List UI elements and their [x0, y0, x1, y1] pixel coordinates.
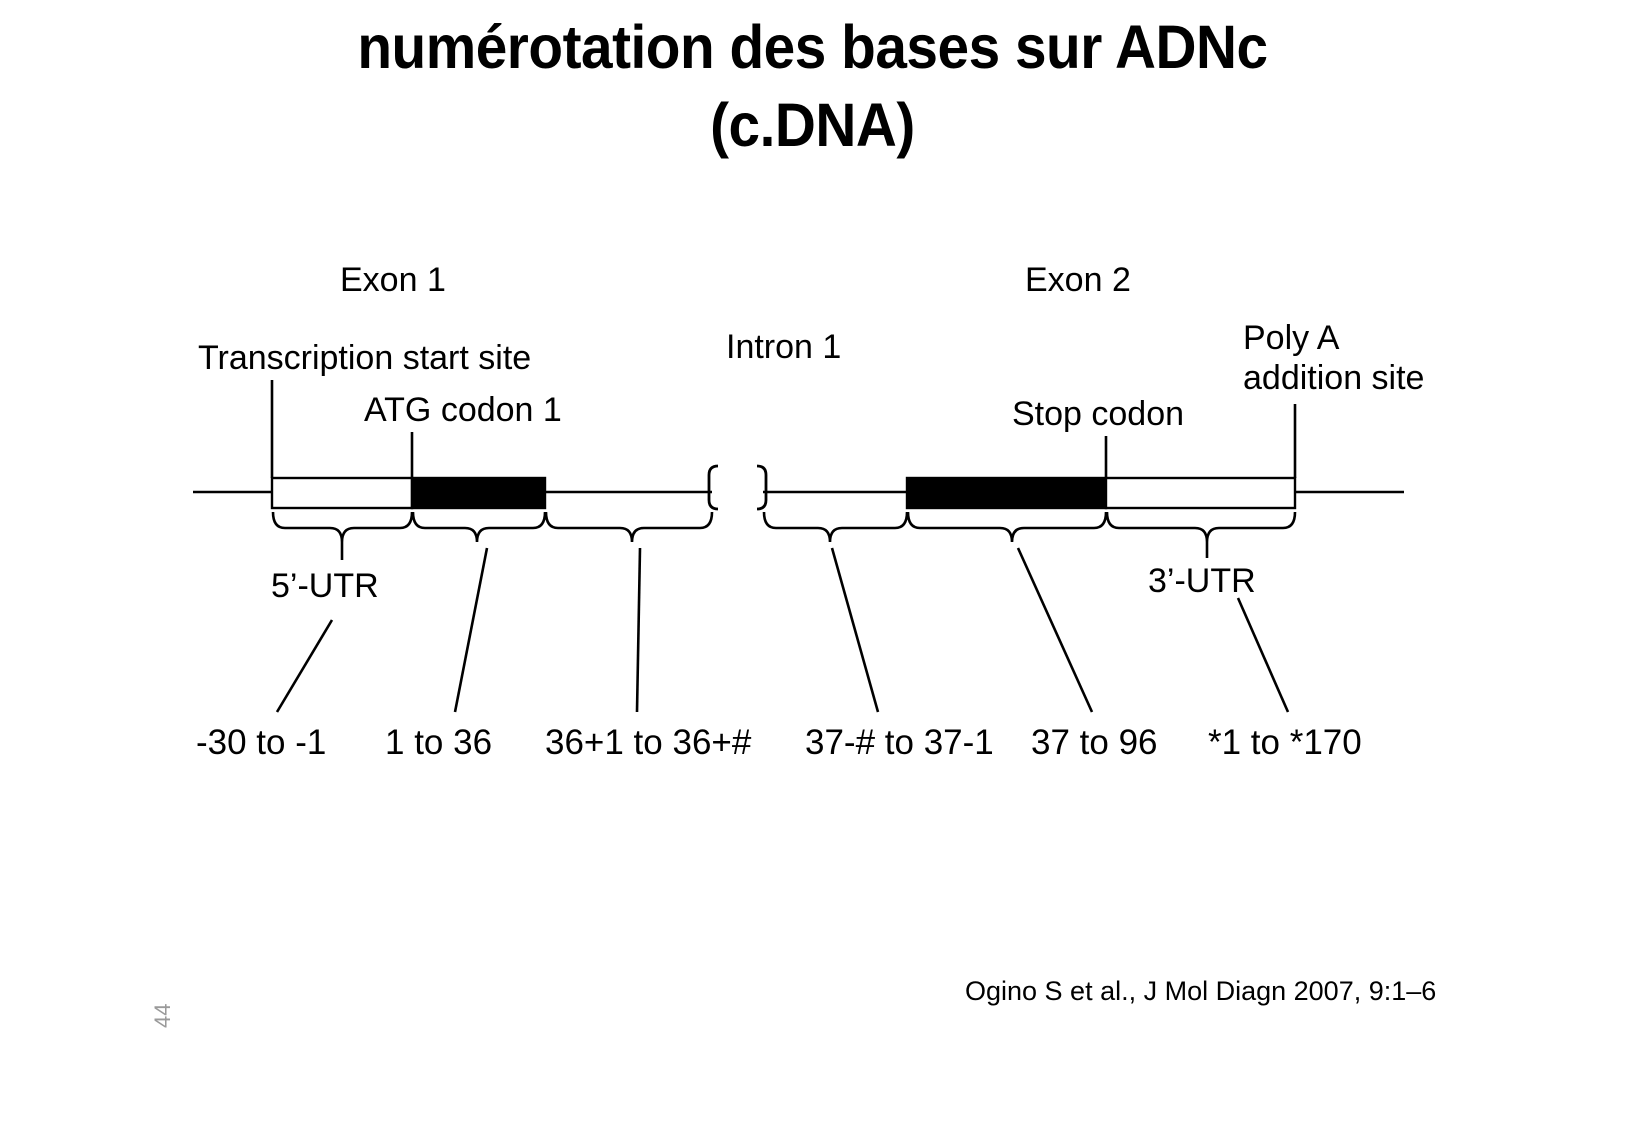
- page-title: numérotation des bases sur ADNc (c.DNA): [357, 13, 1268, 160]
- label-atg-codon-1: ATG codon 1: [364, 391, 562, 429]
- label-exon-1: Exon 1: [340, 261, 446, 299]
- brace-exon2-coding: [906, 511, 1108, 543]
- connector-range-intron-end: [830, 547, 880, 713]
- exon1-coding-box: [410, 476, 547, 510]
- label-range-3utr: *1 to *170: [1208, 723, 1362, 762]
- label-poly-a-addition-site: Poly A addition site: [1243, 319, 1425, 398]
- source-citation: Ogino S et al., J Mol Diagn 2007, 9:1–6: [965, 976, 1437, 1006]
- connector-range-5utr: [275, 619, 334, 713]
- label-intron-1: Intron 1: [726, 328, 842, 366]
- intron-break-right: [756, 464, 768, 511]
- brace-intron-start: [544, 511, 714, 543]
- label-three-prime-utr: 3’-UTR: [1148, 562, 1256, 600]
- brace-intron-end: [762, 511, 909, 543]
- connector-range-exon1-cds: [453, 547, 489, 713]
- label-exon-2: Exon 2: [1025, 261, 1131, 299]
- brace-five-prime-utr: [271, 511, 414, 543]
- connector-range-intron-start: [635, 547, 642, 713]
- page-number-artifact: 44: [150, 1003, 175, 1028]
- label-range-exon1-cds: 1 to 36: [385, 723, 493, 762]
- brace-three-prime-utr: [1105, 511, 1297, 543]
- label-five-prime-utr: 5’-UTR: [271, 567, 379, 605]
- connector-range-3utr: [1236, 597, 1290, 713]
- label-range-intron-end: 37-# to 37-1: [805, 723, 994, 762]
- three-prime-utr-box: [1104, 476, 1297, 510]
- five-prime-utr-box: [270, 476, 414, 510]
- exon2-coding-box: [905, 476, 1108, 510]
- intron-break-left: [707, 464, 719, 511]
- label-transcription-start-site: Transcription start site: [198, 339, 532, 377]
- connector-range-exon2-cds: [1016, 547, 1094, 713]
- label-range-intron-start: 36+1 to 36+#: [545, 723, 752, 762]
- brace-exon1-coding: [411, 511, 547, 543]
- label-range-exon2-cds: 37 to 96: [1031, 723, 1158, 762]
- label-range-5utr: -30 to -1: [196, 723, 327, 762]
- label-stop-codon: Stop codon: [1012, 395, 1185, 433]
